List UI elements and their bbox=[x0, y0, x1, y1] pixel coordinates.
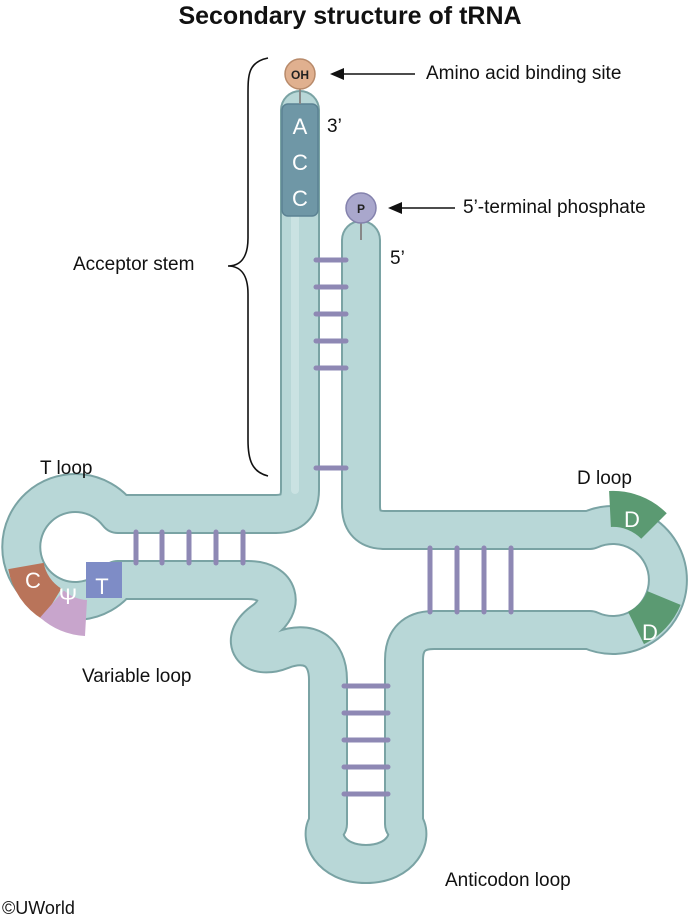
d-loop-label: D loop bbox=[577, 468, 632, 489]
acceptor-rungs bbox=[313, 257, 349, 471]
t-loop-label: T loop bbox=[40, 458, 93, 479]
p-cap: P bbox=[345, 192, 377, 240]
nucleotide-a: A bbox=[293, 114, 308, 139]
nucleotide-d1: D bbox=[624, 507, 640, 532]
nucleotide-c1: C bbox=[292, 150, 308, 175]
phosphate-label: 5’-terminal phosphate bbox=[463, 197, 646, 218]
five-prime-label: 5’ bbox=[390, 248, 405, 269]
nucleotide-c2: C bbox=[292, 186, 308, 211]
nucleotide-d2: D bbox=[642, 620, 658, 645]
d-arm-rungs bbox=[427, 545, 514, 615]
nucleotide-psi: Ψ bbox=[59, 584, 77, 609]
three-prime-label: 3’ bbox=[327, 116, 342, 137]
anticodon-loop-label: Anticodon loop bbox=[445, 870, 571, 891]
t-loop-nucleotides: C Ψ T bbox=[8, 561, 122, 636]
credit-label: ©UWorld bbox=[2, 898, 75, 918]
acceptor-stem-label: Acceptor stem bbox=[73, 254, 195, 275]
amino-arrow bbox=[330, 68, 415, 80]
d-loop-nucleotides: D D bbox=[609, 490, 681, 645]
phosphate-arrow bbox=[388, 202, 455, 214]
trna-strand bbox=[1, 90, 688, 884]
amino-acid-site-label: Amino acid binding site bbox=[426, 63, 622, 84]
acceptor-brace bbox=[227, 57, 269, 477]
anticodon-rungs bbox=[341, 683, 391, 797]
oh-cap: OH bbox=[284, 58, 316, 104]
svg-text:OH: OH bbox=[291, 68, 309, 82]
acc-segment: A C C bbox=[281, 103, 319, 217]
svg-text:P: P bbox=[357, 202, 365, 216]
nucleotide-t: T bbox=[95, 574, 108, 599]
page-title: Secondary structure of tRNA bbox=[178, 2, 522, 30]
nucleotide-c: C bbox=[25, 568, 41, 593]
t-arm-rungs bbox=[133, 529, 246, 566]
variable-loop-label: Variable loop bbox=[82, 666, 192, 687]
